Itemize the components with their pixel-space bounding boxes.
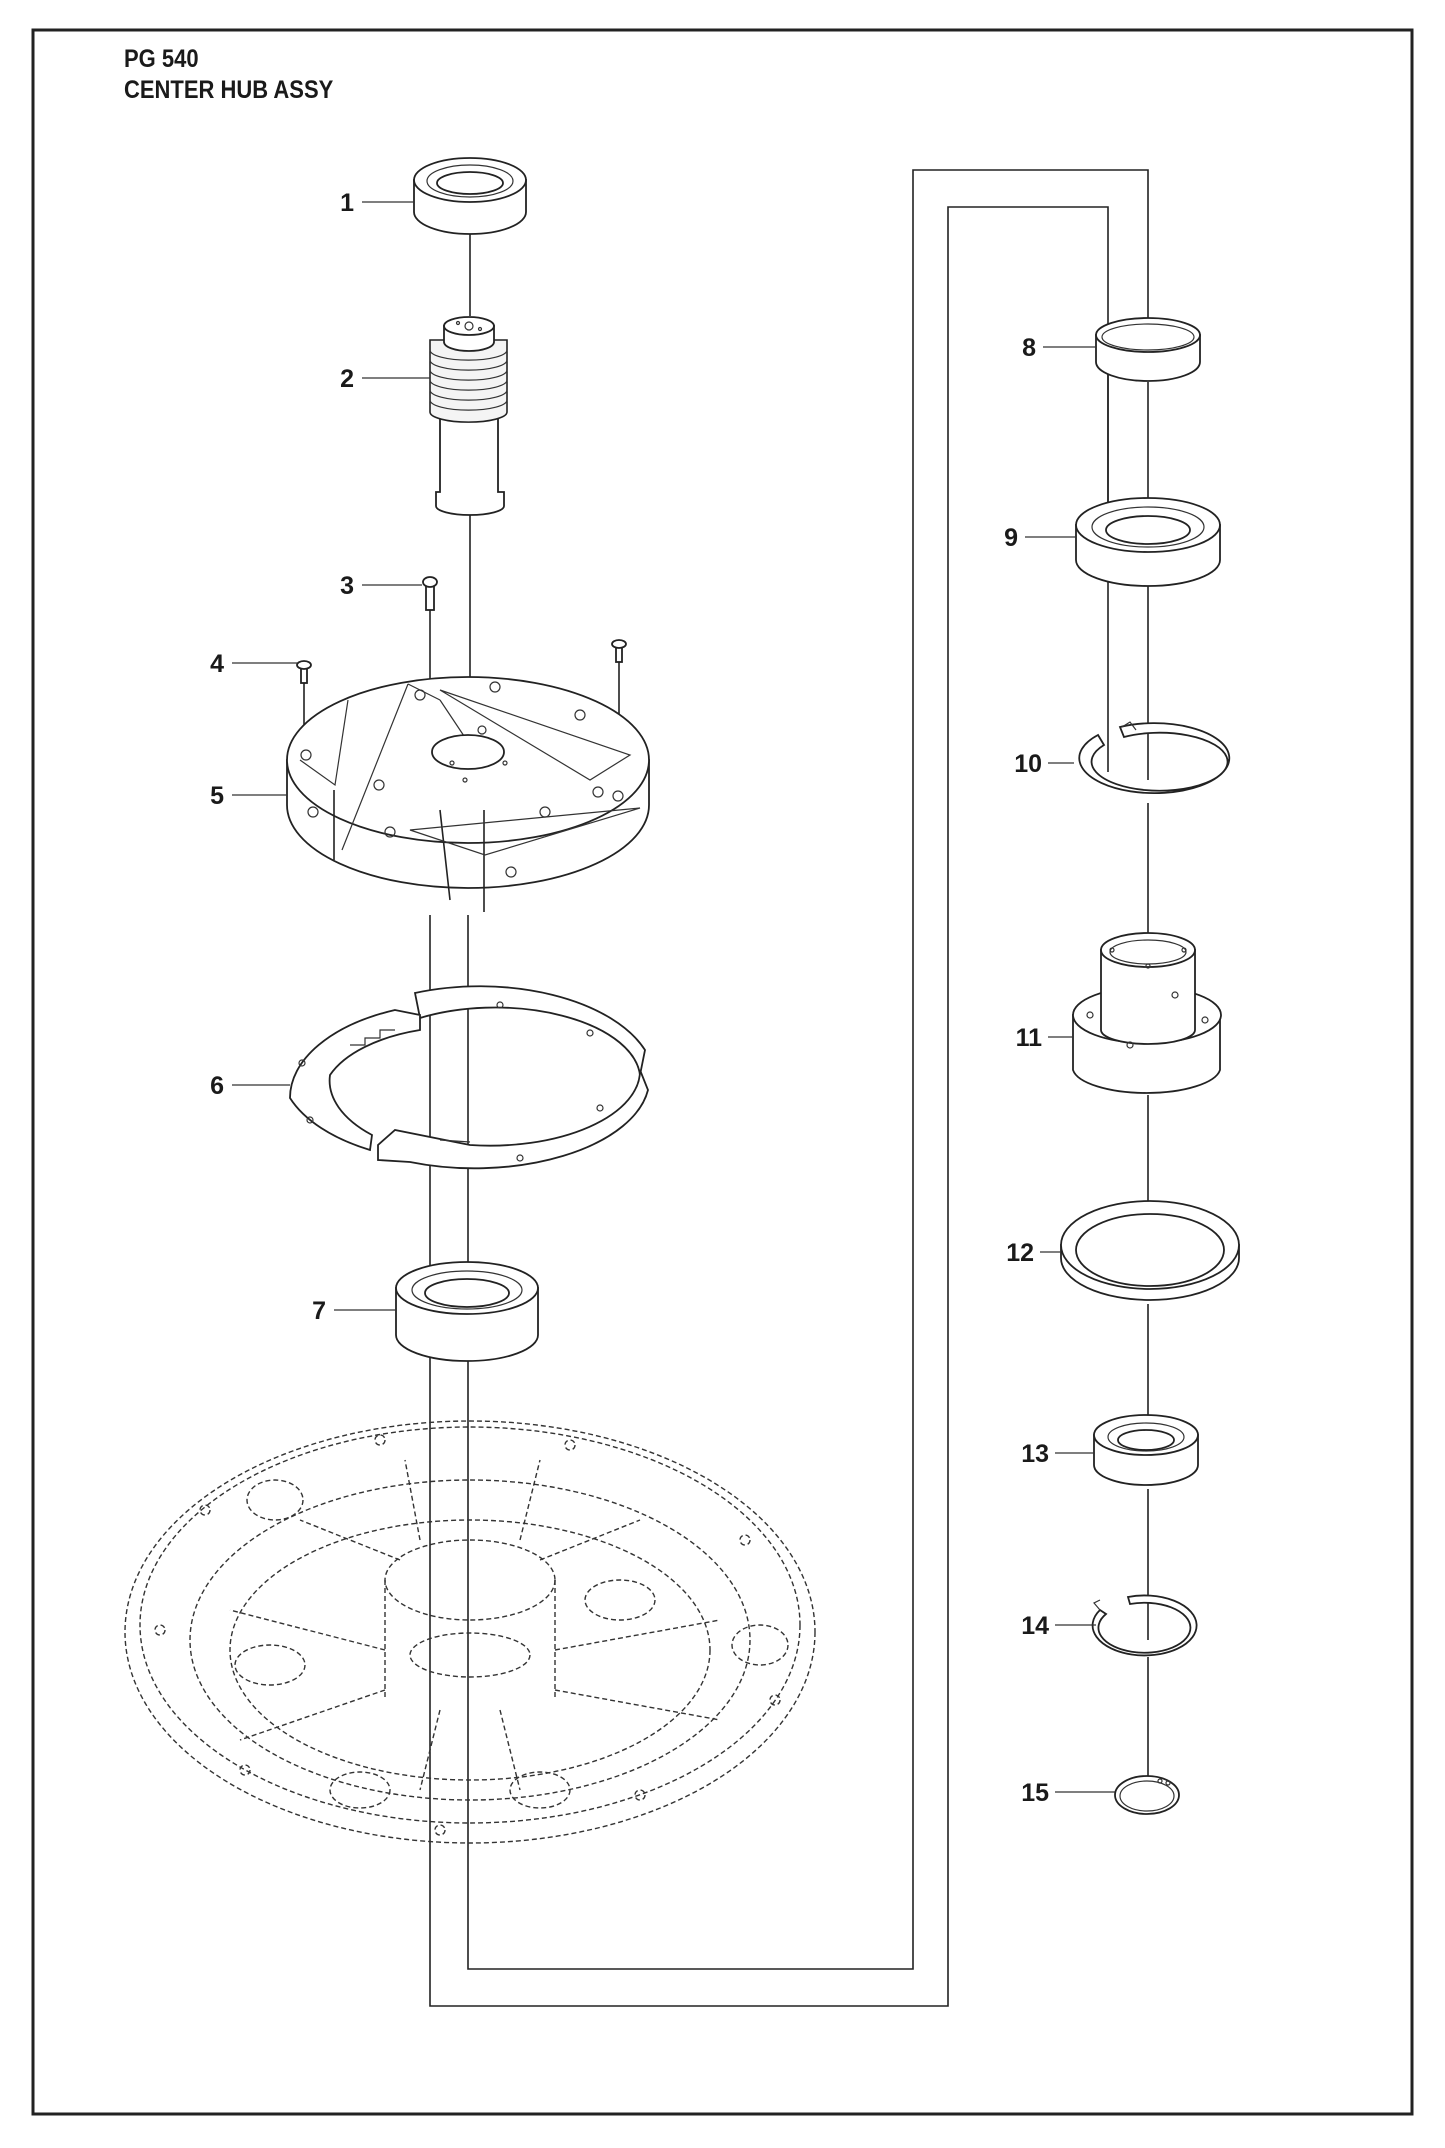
part-2-shaft <box>429 316 508 516</box>
part-11-flange-hub <box>1072 932 1222 1094</box>
callout-5: 5 <box>210 782 224 810</box>
callout-7: 7 <box>312 1297 326 1325</box>
assembly-title: CENTER HUB ASSY <box>124 76 334 104</box>
callout-12: 12 <box>1006 1239 1034 1267</box>
part-13-bearing <box>1093 1414 1199 1486</box>
callout-labels: 1 2 3 4 5 6 7 8 9 10 11 12 13 14 15 <box>210 189 1049 1807</box>
part-15-circlip <box>1114 1775 1180 1815</box>
callout-1: 1 <box>340 189 354 217</box>
page-border <box>31 28 1414 2116</box>
part-4-screw <box>296 639 627 684</box>
callout-leaders <box>232 201 1115 1793</box>
callout-15: 15 <box>1021 1779 1049 1807</box>
assembly-guide-lines <box>303 169 1149 2007</box>
model-title: PG 540 <box>124 45 199 73</box>
callout-9: 9 <box>1004 524 1018 552</box>
callout-14: 14 <box>1021 1612 1049 1640</box>
callout-11: 11 <box>1016 1024 1043 1052</box>
callout-8: 8 <box>1022 334 1036 362</box>
part-7-bearing <box>395 1261 539 1362</box>
part-9-bearing <box>1075 497 1221 587</box>
callout-13: 13 <box>1021 1440 1049 1468</box>
part-14-circlip <box>1091 1594 1198 1657</box>
part-12-seal-ring <box>1060 1200 1240 1301</box>
callout-10: 10 <box>1014 750 1042 778</box>
callout-4: 4 <box>210 650 224 678</box>
part-3-screw <box>422 576 438 611</box>
callout-6: 6 <box>210 1072 224 1100</box>
part-8-spacer-ring <box>1095 317 1201 382</box>
hub-housing-reference <box>124 1420 816 1844</box>
callout-3: 3 <box>340 572 354 600</box>
part-1-bearing <box>413 157 527 235</box>
part-6-segment-ring <box>289 985 649 1170</box>
callout-2: 2 <box>340 365 354 393</box>
part-5-hub-plate <box>286 676 650 912</box>
part-10-snap-ring <box>1078 721 1231 795</box>
